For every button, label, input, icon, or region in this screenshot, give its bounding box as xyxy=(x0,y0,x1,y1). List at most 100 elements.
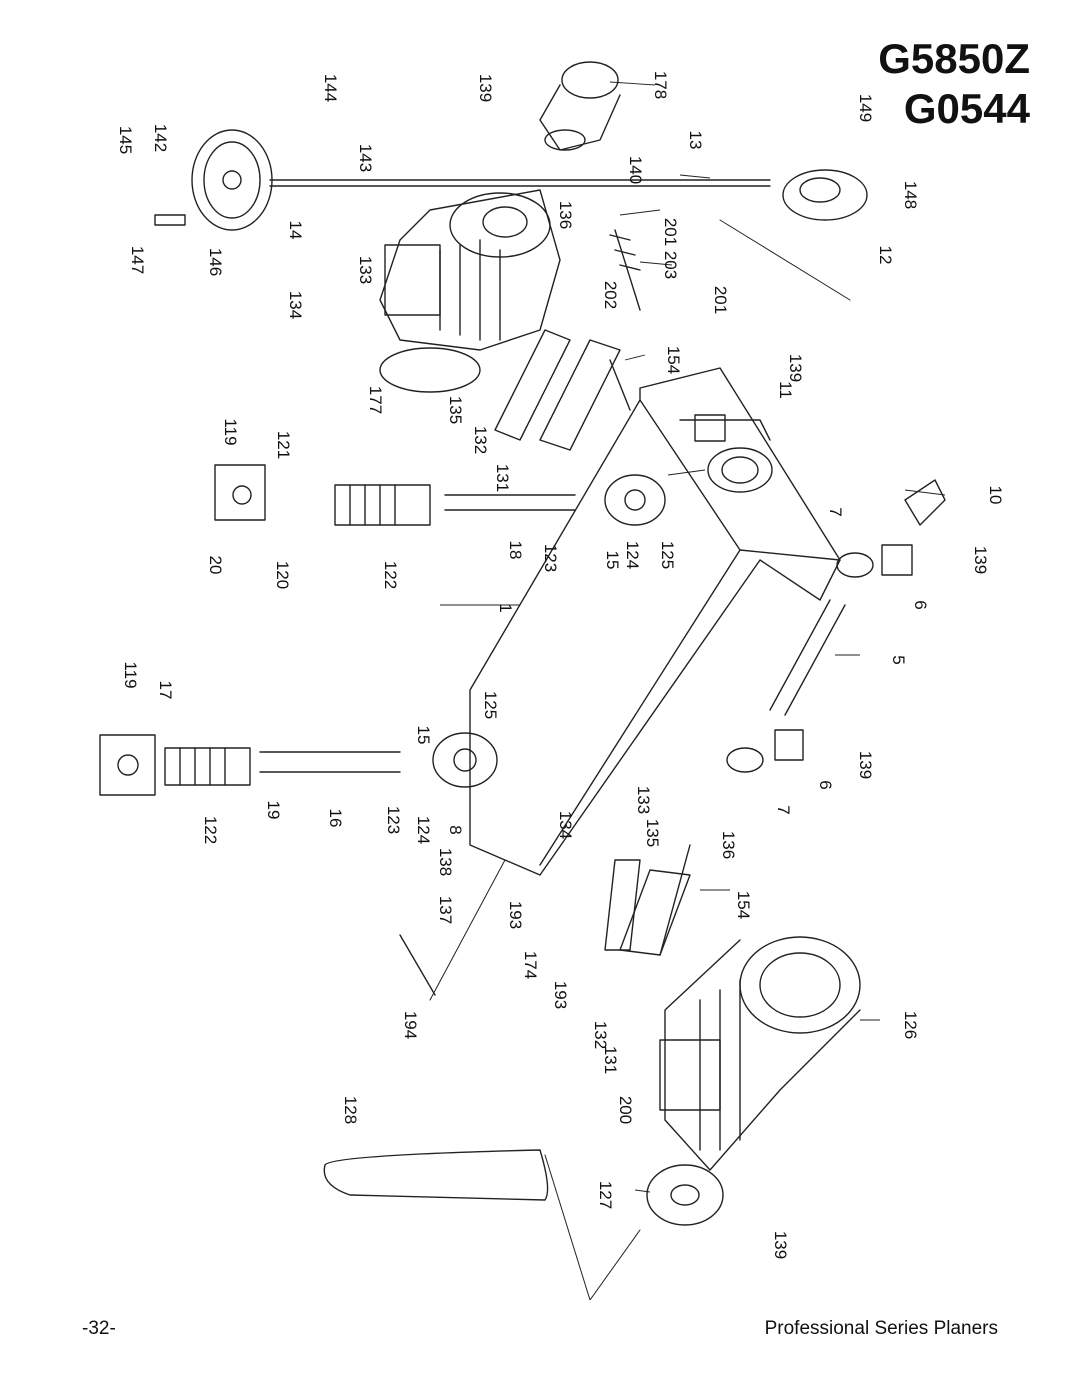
part-callout-7: 7 xyxy=(774,805,793,814)
part-callout-20: 20 xyxy=(206,556,225,575)
part-callout-1: 1 xyxy=(496,603,515,612)
bolt-194 xyxy=(399,934,436,996)
part-callout-119: 119 xyxy=(221,418,240,445)
part-callout-200: 200 xyxy=(616,1096,635,1124)
part-callout-122: 122 xyxy=(381,561,400,589)
part-callout-135: 135 xyxy=(643,819,662,847)
part-callout-137: 137 xyxy=(436,896,455,924)
v-belt xyxy=(323,1149,549,1201)
slide-rails-lower xyxy=(604,844,691,956)
upper-bellows-assembly xyxy=(214,464,576,526)
part-callout-193: 193 xyxy=(506,901,525,929)
part-callout-178: 178 xyxy=(651,71,670,99)
part-callout-10: 10 xyxy=(986,486,1005,505)
crank-knob xyxy=(539,61,621,151)
part-callout-203: 203 xyxy=(661,251,680,279)
part-callout-131: 131 xyxy=(493,464,512,492)
part-callout-201: 201 xyxy=(661,218,680,246)
lower-motor xyxy=(659,936,861,1171)
part-callout-15: 15 xyxy=(603,551,622,570)
part-callout-11: 11 xyxy=(776,381,795,399)
assembly-guide-lines xyxy=(429,219,851,1300)
part-callout-5: 5 xyxy=(889,655,908,664)
part-callout-139: 139 xyxy=(786,354,805,382)
part-callout-140: 140 xyxy=(626,156,645,184)
shaft-5 xyxy=(769,599,846,716)
part-callout-120: 120 xyxy=(273,561,292,589)
part-callout-132: 132 xyxy=(591,1021,610,1049)
gear-6-upper xyxy=(881,544,913,576)
gear-11 xyxy=(694,414,726,442)
part-callout-134: 134 xyxy=(286,291,305,319)
part-callout-124: 124 xyxy=(414,816,433,844)
gear-7-lower xyxy=(726,747,764,773)
part-callout-154: 154 xyxy=(664,346,683,374)
part-callout-128: 128 xyxy=(341,1096,360,1124)
part-callout-139: 139 xyxy=(971,546,990,574)
part-callout-125: 125 xyxy=(481,691,500,719)
part-callout-17: 17 xyxy=(156,681,175,700)
part-callout-194: 194 xyxy=(401,1011,420,1039)
part-callout-121: 121 xyxy=(274,431,293,459)
flange-upper xyxy=(604,474,666,526)
part-callout-144: 144 xyxy=(321,74,340,102)
part-callout-18: 18 xyxy=(506,541,525,560)
part-callout-148: 148 xyxy=(901,181,920,209)
bevel-gear-10 xyxy=(904,479,946,526)
part-callout-201: 201 xyxy=(711,286,730,314)
part-callout-6: 6 xyxy=(816,780,835,789)
planer-base-frame xyxy=(469,367,841,876)
slide-rails-upper xyxy=(494,329,631,451)
model-number-secondary: G0544 xyxy=(903,85,1030,132)
part-callout-143: 143 xyxy=(356,144,375,172)
lower-bellows-assembly xyxy=(99,734,401,796)
part-callout-177: 177 xyxy=(366,386,385,414)
part-callout-7: 7 xyxy=(826,507,845,516)
upper-motor xyxy=(379,189,561,393)
page-number: -32- xyxy=(82,1318,116,1339)
gear-7-upper xyxy=(836,552,874,578)
part-callout-6: 6 xyxy=(911,600,930,609)
part-callout-139: 139 xyxy=(771,1231,790,1259)
part-callout-134: 134 xyxy=(556,811,575,839)
part-callout-119: 119 xyxy=(121,661,140,688)
spring-203 xyxy=(609,229,641,311)
part-callout-131: 131 xyxy=(601,1046,620,1074)
part-callout-12: 12 xyxy=(876,246,895,265)
part-callout-13: 13 xyxy=(686,131,705,150)
part-callout-16: 16 xyxy=(326,809,345,828)
part-callout-135: 135 xyxy=(446,396,465,424)
part-callout-8: 8 xyxy=(446,825,465,834)
part-callout-126: 126 xyxy=(901,1011,920,1039)
part-callout-138: 138 xyxy=(436,848,455,876)
part-callout-127: 127 xyxy=(596,1181,615,1209)
part-callout-125: 125 xyxy=(658,541,677,569)
cover-plate xyxy=(782,169,868,221)
part-callout-123: 123 xyxy=(541,544,560,572)
part-callout-136: 136 xyxy=(719,831,738,859)
part-callout-154: 154 xyxy=(734,891,753,919)
part-callout-147: 147 xyxy=(128,246,147,274)
part-callout-19: 19 xyxy=(264,801,283,820)
callout-leaders xyxy=(440,81,946,1193)
handwheel xyxy=(154,129,273,231)
part-callout-122: 122 xyxy=(201,816,220,844)
part-callout-133: 133 xyxy=(634,786,653,814)
part-callout-145: 145 xyxy=(116,126,135,154)
exploded-parts-diagram: 1451421441431391781401314914814714614136… xyxy=(99,61,1005,1300)
model-number-primary: G5850Z xyxy=(878,35,1030,82)
part-callout-123: 123 xyxy=(384,806,403,834)
part-callout-132: 132 xyxy=(471,426,490,454)
part-callout-14: 14 xyxy=(286,221,305,240)
part-callout-136: 136 xyxy=(556,201,575,229)
shaft-13 xyxy=(269,179,771,187)
part-callout-174: 174 xyxy=(521,951,540,979)
part-callout-193: 193 xyxy=(551,981,570,1009)
part-callout-139: 139 xyxy=(856,751,875,779)
part-callout-149: 149 xyxy=(856,94,875,122)
part-callout-146: 146 xyxy=(206,248,225,276)
part-callout-202: 202 xyxy=(601,281,620,309)
gear-6-lower xyxy=(774,729,804,761)
part-callout-15: 15 xyxy=(414,726,433,745)
